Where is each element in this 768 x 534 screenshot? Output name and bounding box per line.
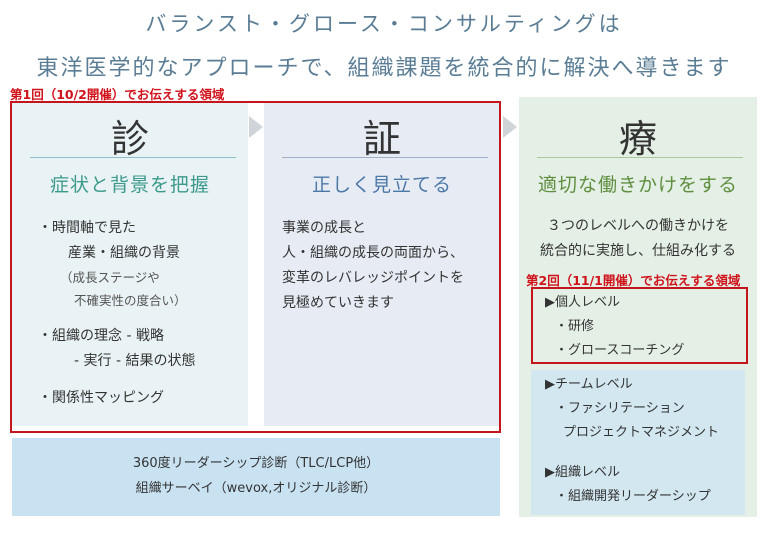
level-item: ・研修 — [555, 319, 595, 334]
header-title-line2: 東洋医学的なアプローチで、組織課題を統合的に解決へ導きます — [36, 56, 732, 81]
column-body: ３つのレベルへの働きかけを 統合的に実施し、仕組み化する — [519, 214, 757, 264]
divider — [282, 157, 488, 158]
arrow-right-icon — [503, 116, 517, 138]
list-item: 人・組織の成長の両面から、 — [282, 245, 464, 261]
list-item: ・時間軸で見た — [38, 220, 136, 236]
column-shin-panel — [12, 102, 248, 426]
diagnostics-line: 組織サーベイ（wevox,オリジナル診断） — [135, 481, 377, 496]
session2-highlight-box — [531, 287, 748, 364]
level-item: ・グロースコーチング — [555, 343, 685, 358]
session2-label: 第2回（11/1開催）でお伝えする領域 — [526, 273, 741, 288]
session1-label: 第1回（10/2開催）でお伝えする領域 — [10, 87, 225, 102]
column-body: ・時間軸で見た 産業・組織の背景 （成長ステージや 不確実性の度合い） ・組織の… — [38, 216, 195, 411]
level-item: プロジェクトマネジメント — [563, 425, 720, 440]
list-item: 不確実性の度合い） — [74, 293, 187, 308]
column-subtitle: 症状と背景を把握 — [49, 174, 210, 196]
level-heading: ▶組織レベル — [545, 465, 620, 480]
column-kanji-sho: 証 — [362, 117, 401, 161]
arrow-right-icon — [249, 116, 263, 138]
column-body: 事業の成長と 人・組織の成長の両面から、 変革のレバレッジポイントを 見極めてい… — [282, 216, 464, 316]
divider — [537, 157, 743, 158]
list-item: 事業の成長と — [282, 220, 366, 236]
level-heading: ▶個人レベル — [545, 295, 620, 310]
list-item: ・関係性マッピング — [38, 390, 164, 406]
list-item: 見極めていきます — [282, 295, 394, 311]
diagnostics-line: 360度リーダーシップ診断（TLC/LCP他） — [132, 456, 380, 471]
list-item: ・組織の理念 - 戦略 — [38, 328, 164, 344]
header-title-line1: バランスト・グロース・コンサルティングは — [145, 12, 623, 36]
level-heading: ▶チームレベル — [545, 377, 633, 392]
column-kanji-ryo: 療 — [618, 117, 657, 161]
list-item: 統合的に実施し、仕組み化する — [540, 243, 736, 259]
column-subtitle: 適切な働きかけをする — [537, 174, 738, 196]
diagnostics-text: 360度リーダーシップ診断（TLC/LCP他） 組織サーベイ（wevox,オリジ… — [12, 451, 500, 501]
levels-panel — [531, 370, 745, 515]
column-subtitle: 正しく見立てる — [311, 174, 452, 196]
divider — [30, 157, 236, 158]
list-item: （成長ステージや — [60, 270, 160, 285]
list-item: 産業・組織の背景 — [68, 245, 180, 261]
level-item: ・ファシリテーション — [555, 401, 685, 416]
list-item: 変革のレバレッジポイントを — [282, 270, 464, 286]
session1-highlight-box — [10, 101, 501, 433]
levels-list: ▶個人レベル ・研修 ・グロースコーチング ▶チームレベル ・ファシリテーション… — [545, 291, 719, 509]
diagnostics-panel — [12, 438, 500, 516]
column-kanji-shin: 診 — [110, 117, 149, 161]
level-item: ・組織開発リーダーシップ — [555, 489, 711, 504]
column-sho-panel — [264, 102, 500, 426]
list-item: ３つのレベルへの働きかけを — [547, 218, 729, 234]
list-item: - 実行 - 結果の状態 — [74, 353, 196, 369]
